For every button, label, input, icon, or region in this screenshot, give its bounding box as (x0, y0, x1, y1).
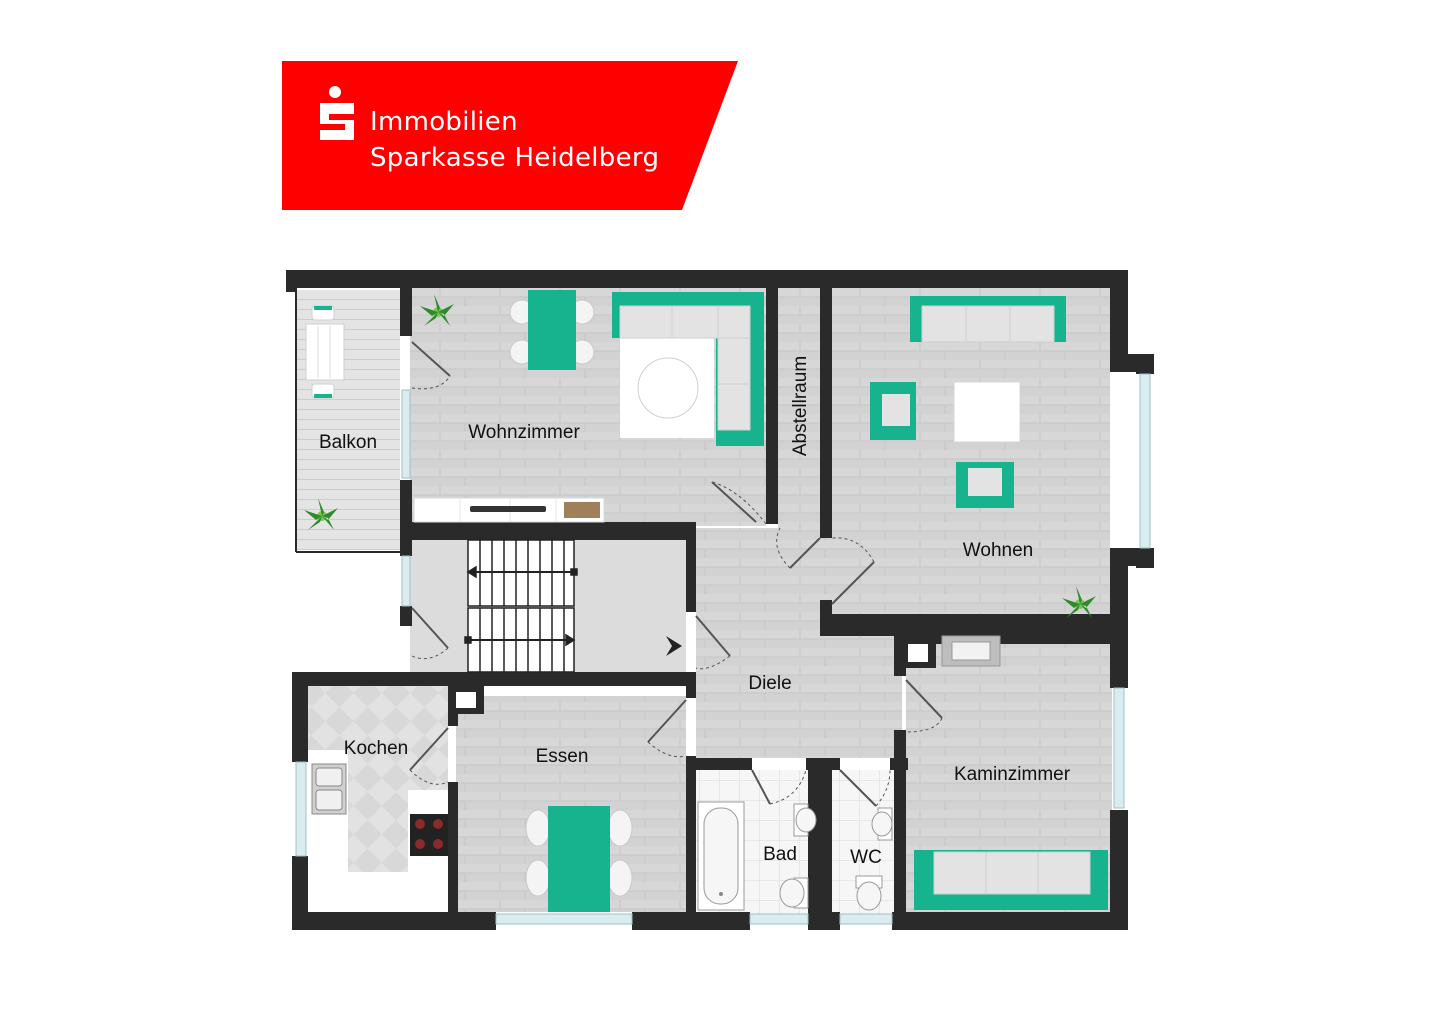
sparkasse-s-icon (320, 86, 354, 140)
label-wc: WC (850, 847, 882, 868)
corner-sofa (612, 292, 764, 446)
label-abstellraum: Abstellraum (790, 356, 811, 456)
fireplace-icon (941, 635, 1001, 667)
diele-floor-ext (820, 636, 902, 756)
coffee-table (953, 381, 1021, 443)
brand-line-1: Immobilien (370, 107, 518, 137)
entrance-arrow-icon (666, 636, 682, 656)
plant-icon (1062, 586, 1096, 618)
bathtub-icon (697, 801, 745, 911)
washbasin-icon (871, 807, 893, 841)
label-kaminzimmer: Kaminzimmer (954, 764, 1071, 785)
sofa-kaminzimmer (914, 850, 1108, 910)
balkon-table-set (305, 305, 345, 399)
label-wohnen: Wohnen (963, 540, 1033, 561)
label-kochen: Kochen (344, 738, 408, 759)
label-essen: Essen (536, 746, 589, 767)
walls (286, 270, 1154, 930)
washbasin-icon (793, 803, 817, 837)
sofa-wohnen (910, 296, 1066, 343)
doors (409, 341, 943, 807)
armchair (956, 462, 1014, 508)
tv-sideboard (413, 497, 605, 523)
room-labels: Balkon Wohnzimmer Abstellraum Wohnen Die… (319, 356, 1071, 868)
stove-icon (410, 814, 448, 856)
sparkasse-logo: Immobilien Sparkasse Heidelberg (282, 61, 738, 210)
label-bad: Bad (763, 844, 797, 865)
sink-icon (311, 763, 347, 815)
stairs (464, 539, 578, 673)
balkon-railing (295, 288, 404, 553)
label-balkon: Balkon (319, 432, 377, 453)
plant-icon (420, 294, 454, 326)
toilet-icon (779, 877, 809, 909)
windows (295, 373, 1151, 925)
armchair (870, 382, 916, 440)
brand-line-2: Sparkasse Heidelberg (370, 143, 660, 173)
dining-table-wohnzimmer (509, 290, 595, 370)
label-diele: Diele (748, 673, 791, 694)
toilet-icon (855, 875, 883, 911)
abstellraum-floor (778, 288, 820, 528)
plant-icon (304, 498, 338, 530)
logo-banner-shape (282, 61, 738, 210)
dining-table-essen (525, 806, 633, 912)
label-wohnzimmer: Wohnzimmer (468, 422, 580, 443)
